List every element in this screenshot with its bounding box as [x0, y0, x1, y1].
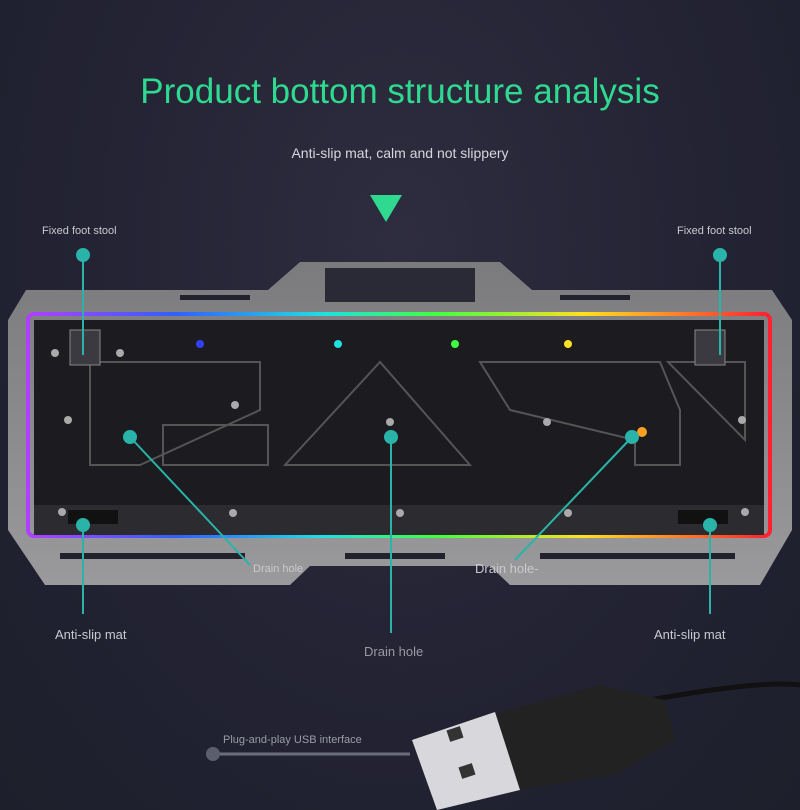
bottom-plate	[34, 320, 764, 510]
label-anti-slip-right: Anti-slip mat	[654, 627, 726, 642]
usb-plug	[412, 681, 800, 810]
anti-slip-mat-left	[68, 510, 118, 524]
label-drain-hole-left: Drain hole	[253, 563, 304, 575]
anti-slip-mat-right	[678, 510, 728, 524]
label-fixed-foot-left: Fixed foot stool	[42, 225, 117, 237]
foot-stool-left	[69, 329, 101, 366]
page-title: Product bottom structure analysis	[140, 72, 660, 111]
label-drain-hole-center: Drain hole	[364, 644, 424, 659]
label-usb: Plug-and-play USB interface	[223, 734, 362, 746]
usb-callout-dot	[206, 747, 220, 761]
down-arrow-icon	[370, 195, 402, 222]
subtitle: Anti-slip mat, calm and not slippery	[291, 145, 509, 161]
rgb-light-strip	[26, 312, 772, 538]
label-anti-slip-left: Anti-slip mat	[55, 627, 127, 642]
label-fixed-foot-right: Fixed foot stool	[677, 225, 752, 237]
label-drain-hole-right: Drain hole-	[475, 561, 539, 576]
